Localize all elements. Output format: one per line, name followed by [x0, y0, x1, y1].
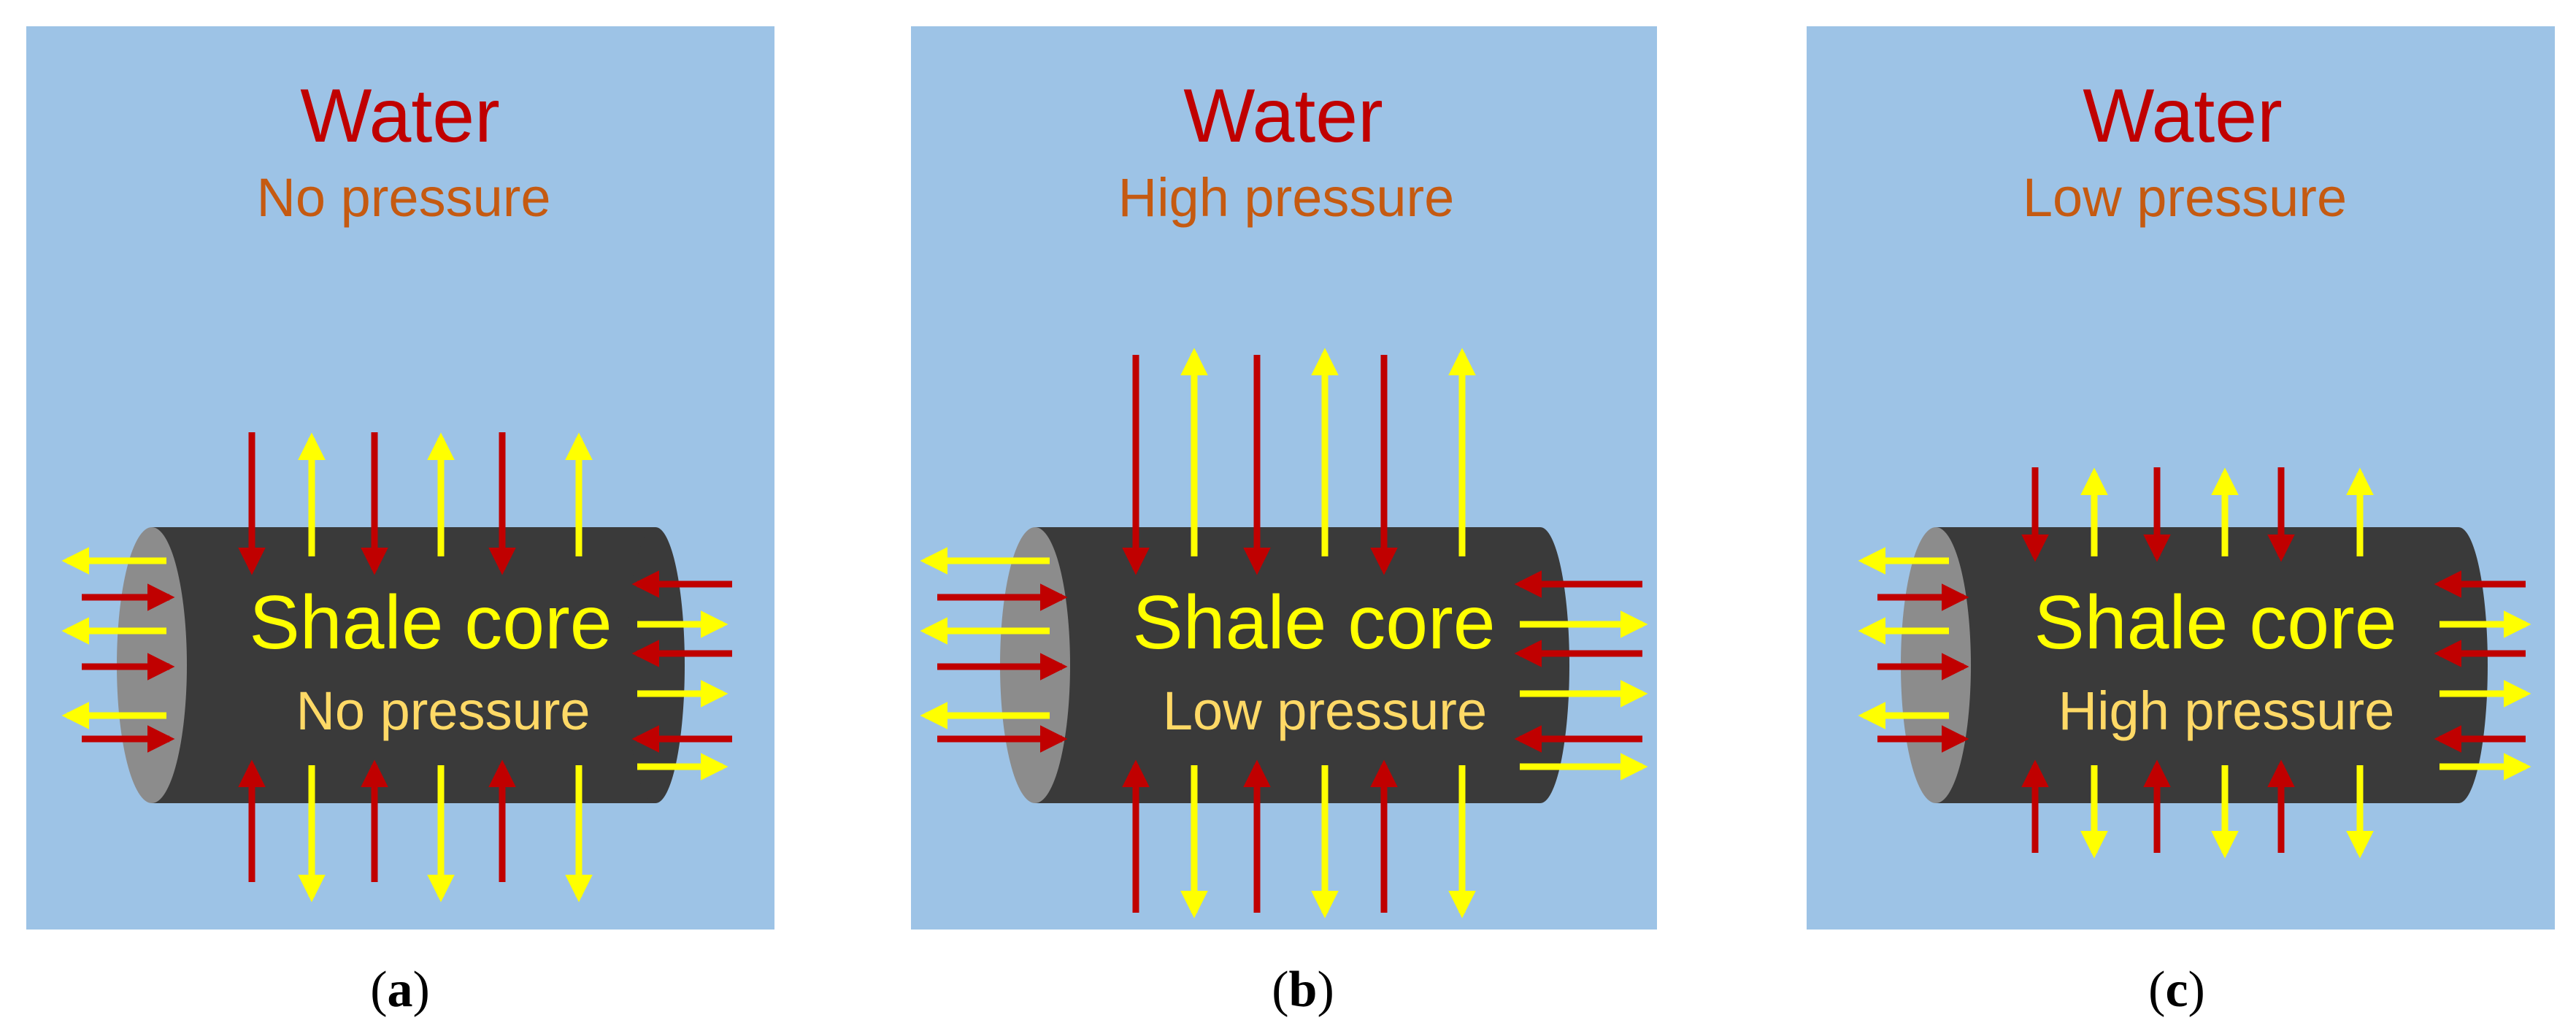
water-label: Water: [1183, 74, 1383, 158]
core-right-end-a: [626, 527, 685, 803]
core-pressure-label: Low pressure: [1163, 681, 1487, 741]
caption-open-c: (: [2148, 962, 2165, 1018]
core-body-c: [1936, 527, 2458, 803]
arrows-b: [920, 348, 1648, 919]
core-pressure-label: No pressure: [296, 681, 590, 741]
core-label: Shale core: [2034, 580, 2396, 665]
caption-open-b: (: [1272, 962, 1288, 1018]
panel-c: Water Low pressure Shale core High press…: [1807, 26, 2555, 1018]
arrows-c: [1858, 467, 2531, 859]
water-label: Water: [300, 74, 500, 158]
shale-core-cylinder-c: [1901, 527, 2488, 803]
core-body-a: [152, 527, 655, 803]
caption-letter-b: b: [1289, 962, 1318, 1018]
caption-open-a: (: [370, 962, 387, 1018]
shale-core-cylinder-a: [117, 527, 685, 803]
caption-letter-c: c: [2165, 962, 2188, 1018]
caption-b: (b): [1272, 962, 1334, 1018]
core-label: Shale core: [249, 580, 612, 665]
caption-c: (c): [2148, 962, 2205, 1018]
core-right-end-c: [2429, 527, 2488, 803]
caption-close-a: ): [413, 962, 430, 1018]
panel-a: Water No pressure Shale core No pressure…: [26, 26, 774, 1018]
caption-close-c: ): [2188, 962, 2205, 1018]
water-pressure-label: High pressure: [1118, 167, 1455, 228]
caption-close-b: ): [1317, 962, 1334, 1018]
core-label: Shale core: [1132, 580, 1495, 665]
caption-a: (a): [370, 962, 430, 1018]
arrows-a: [61, 432, 732, 902]
panel-b: Water High pressure Shale core Low press…: [911, 26, 1657, 1018]
caption-letter-a: a: [388, 962, 413, 1018]
water-pressure-label: No pressure: [256, 167, 550, 228]
core-right-end-b: [1511, 527, 1569, 803]
water-label: Water: [2083, 74, 2283, 158]
water-pressure-label: Low pressure: [2023, 167, 2347, 228]
shale-core-cylinder-b: [1000, 527, 1569, 803]
core-body-b: [1035, 527, 1540, 803]
core-pressure-label: High pressure: [2058, 681, 2395, 741]
